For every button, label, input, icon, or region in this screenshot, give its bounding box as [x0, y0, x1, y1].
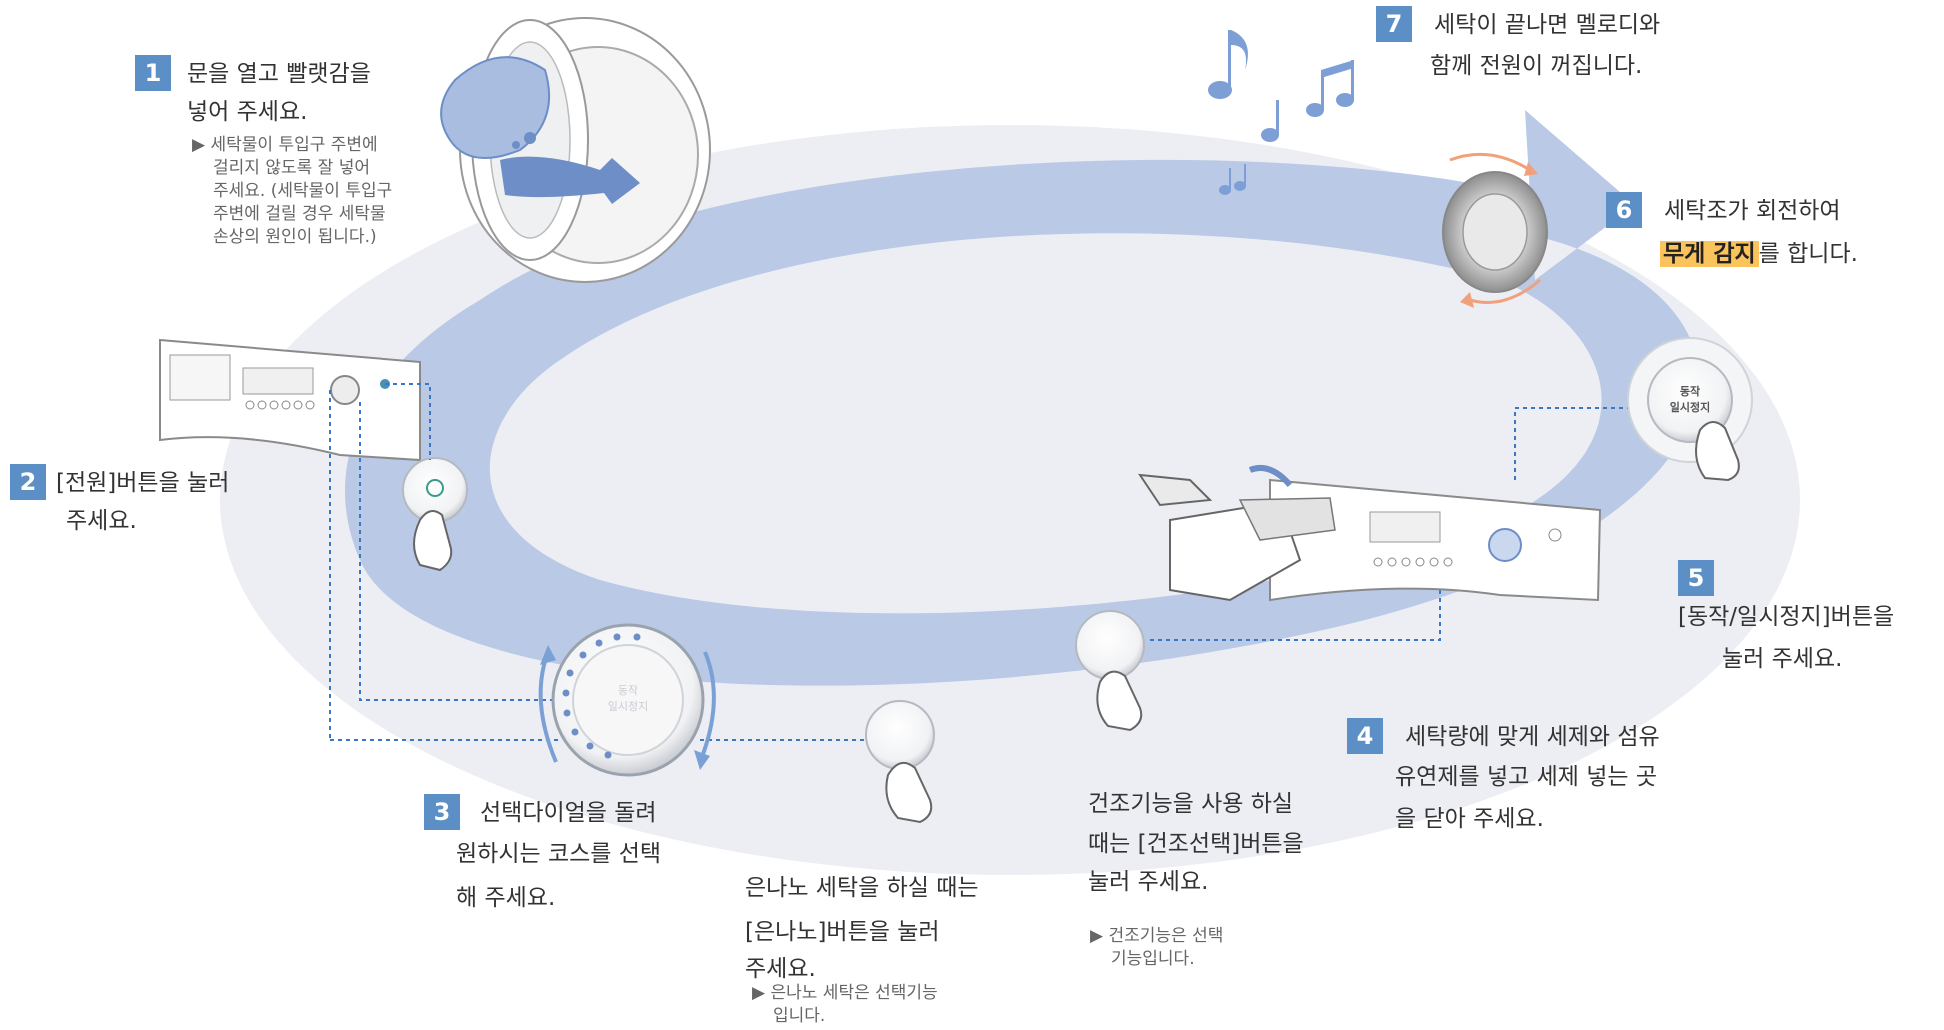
step-2-line-2: 주세요. — [66, 508, 137, 534]
step-1-note: ▶ 세탁물이 투입구 주변에 걸리지 않도록 잘 넣어 주세요. (세탁물이 투… — [192, 134, 392, 249]
step-5: 5 [동작/일시정지]버튼을 눌러 주세요. — [1678, 560, 1944, 682]
washer-door-illustration — [440, 17, 711, 283]
cycle-arrow — [345, 110, 1699, 686]
step-7-badge: 7 — [1376, 6, 1412, 42]
weight-detection-highlight: 무게 감지 — [1660, 241, 1759, 267]
start-pause-label-bottom: 일시정지 — [1670, 400, 1710, 414]
step-6-line-1: 세탁조가 회전하여 — [1664, 198, 1841, 224]
silver-nano-button-illustration — [865, 700, 935, 824]
step-1-line-2: 넣어 주세요. — [187, 99, 308, 125]
control-panel-right — [1137, 464, 1602, 602]
dry-note-line: 기능입니다. — [1111, 949, 1195, 969]
step-2-line-1: [전원]버튼을 눌러 — [56, 470, 230, 496]
silver-nano-note-line: ▶ 은나노 세탁은 선택기능 — [752, 983, 938, 1003]
step-7: 7 세탁이 끝나면 멜로디와 함께 전원이 꺼집니다. — [1376, 6, 1660, 88]
step-6-badge: 6 — [1606, 192, 1642, 228]
step-5-line-1: [동작/일시정지]버튼을 — [1678, 604, 1895, 630]
step-2-badge: 2 — [10, 464, 46, 500]
dry-note-line: ▶ 건조기능은 선택 — [1090, 926, 1224, 946]
dry-line-1: 건조기능을 사용 하실 — [1088, 791, 1294, 817]
dial-label-bottom: 일시정지 — [608, 699, 648, 713]
step-3-line-1: 선택다이얼을 돌려 — [480, 800, 657, 826]
step-1-badge: 1 — [135, 55, 171, 91]
step-3: 3 선택다이얼을 돌려 원하시는 코스를 선택 해 주세요. — [424, 794, 661, 920]
step-3-line-3: 해 주세요. — [456, 885, 556, 911]
step-7-line-1: 세탁이 끝나면 멜로디와 — [1434, 12, 1661, 38]
step-1: 1 문을 열고 빨랫감을 넣어 주세요. — [135, 55, 371, 131]
dry-line-3: 눌러 주세요. — [1088, 869, 1209, 895]
silver-nano-note-line: 입니다. — [773, 1006, 826, 1026]
selection-dial: 동작 일시정지 — [538, 623, 716, 777]
step-7-line-2: 함께 전원이 꺼집니다. — [1430, 53, 1643, 79]
rotating-drum-illustration — [1442, 152, 1548, 308]
step-4: 4 세탁량에 맞게 세제와 섬유 유연제를 넣고 세제 넣는 곳 을 닫아 주세요… — [1347, 718, 1660, 840]
step-3-line-2: 원하시는 코스를 선택 — [456, 841, 662, 867]
silver-nano-line-3: 주세요. — [745, 956, 816, 982]
step-1-line-1: 문을 열고 빨랫감을 — [187, 61, 371, 87]
step-4-line-3: 을 닫아 주세요. — [1395, 806, 1544, 832]
step-4-line-1: 세탁량에 맞게 세제와 섬유 — [1405, 724, 1660, 750]
silver-nano-note: ▶ 은나노 세탁은 선택기능 입니다. — [752, 982, 938, 1028]
control-panel-left — [159, 338, 468, 572]
dry-note: ▶ 건조기능은 선택 기능입니다. — [1090, 925, 1223, 971]
step-1-note-line: 주세요. (세탁물이 투입구 — [213, 181, 393, 201]
dotted-connectors — [329, 383, 1680, 741]
dial-label-top: 동작 — [618, 684, 638, 697]
music-notes — [1208, 30, 1354, 195]
start-pause-label-top: 동작 — [1680, 384, 1700, 398]
step-4-line-2: 유연제를 넣고 세제 넣는 곳 — [1395, 764, 1658, 790]
dry-button-illustration — [1075, 610, 1145, 732]
step-6-line-2: 를 합니다. — [1758, 241, 1858, 267]
silver-nano-text: 은나노 세탁을 하실 때는 [은나노]버튼을 눌러 주세요. — [745, 866, 979, 984]
step-4-badge: 4 — [1347, 718, 1383, 754]
step-3-badge: 3 — [424, 794, 460, 830]
dry-line-2: 때는 [건조선택]버튼을 — [1088, 831, 1304, 857]
dry-text: 건조기능을 사용 하실 때는 [건조선택]버튼을 눌러 주세요. — [1088, 782, 1304, 902]
step-2: 2 [전원]버튼을 눌러 주세요. — [10, 464, 229, 540]
step-1-note-line: 주변에 걸릴 경우 세탁물 — [213, 204, 386, 224]
step-5-badge: 5 — [1678, 560, 1714, 596]
step-5-line-2: 눌러 주세요. — [1722, 646, 1843, 672]
step-1-note-line: 손상의 원인이 됩니다.) — [213, 227, 377, 247]
silver-nano-line-2: [은나노]버튼을 눌러 — [745, 919, 940, 945]
step-1-note-line: ▶ 세탁물이 투입구 주변에 — [192, 135, 378, 155]
start-pause-button-illustration: 동작 일시정지 — [1627, 337, 1753, 482]
step-1-note-line: 걸리지 않도록 잘 넣어 — [213, 158, 370, 178]
silver-nano-line-1: 은나노 세탁을 하실 때는 — [745, 875, 979, 901]
